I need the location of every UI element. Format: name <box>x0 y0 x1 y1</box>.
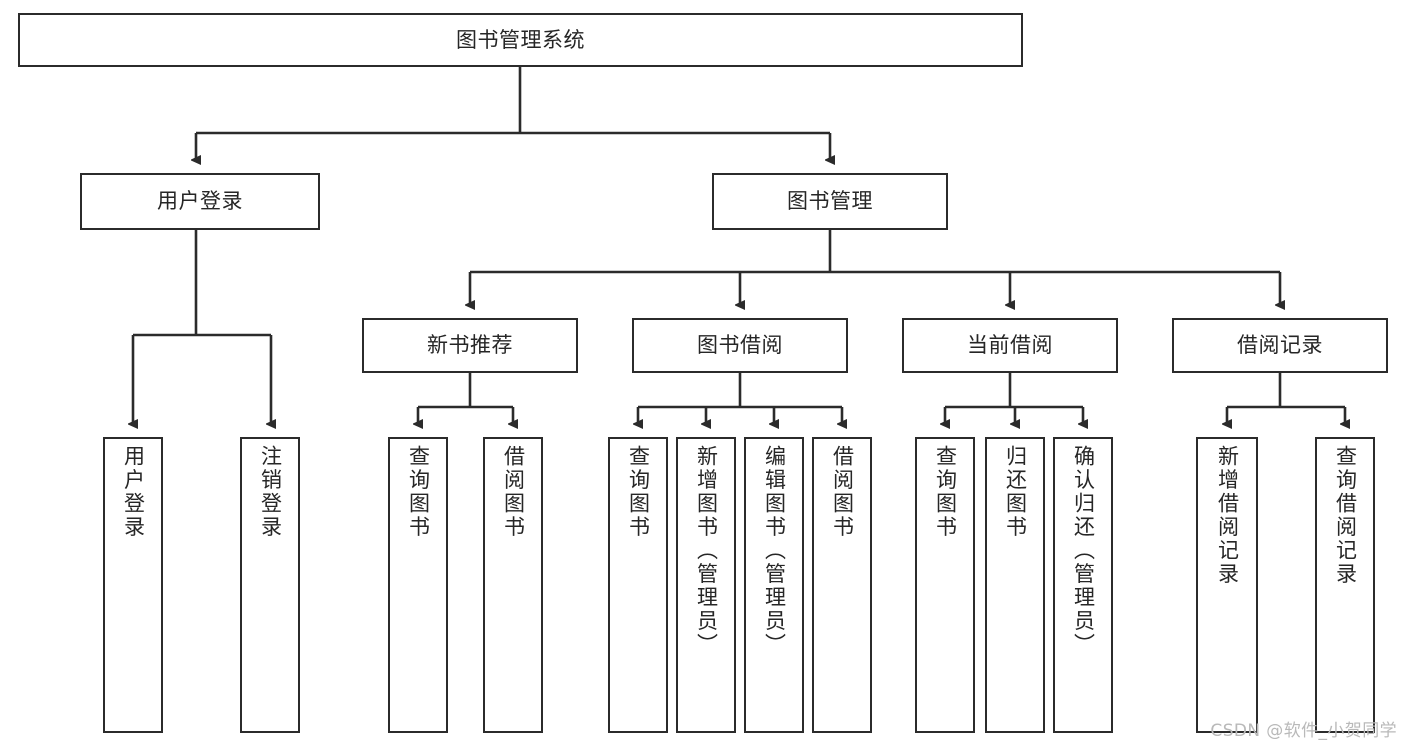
node-book-management[interactable]: 图书管理 <box>712 173 948 230</box>
node-label: 新书推荐 <box>427 333 513 358</box>
node-leaf-confirm-return[interactable]: 确认归还（管理员） <box>1053 437 1113 733</box>
node-label: 归还图书 <box>1003 445 1028 539</box>
node-leaf-user-login[interactable]: 用户登录 <box>103 437 163 733</box>
node-label: 当前借阅 <box>967 333 1053 358</box>
node-leaf-logout[interactable]: 注销登录 <box>240 437 300 733</box>
node-label: 查询图书 <box>626 445 651 539</box>
node-leaf-query-book-2[interactable]: 查询图书 <box>608 437 668 733</box>
node-label: 编辑图书（管理员） <box>762 445 787 657</box>
node-label: 查询图书 <box>406 445 431 539</box>
node-label: 借阅图书 <box>830 445 855 539</box>
node-user-login[interactable]: 用户登录 <box>80 173 320 230</box>
node-leaf-edit-book[interactable]: 编辑图书（管理员） <box>744 437 804 733</box>
node-leaf-borrow-book-1[interactable]: 借阅图书 <box>483 437 543 733</box>
node-label: 用户登录 <box>121 445 146 539</box>
node-leaf-add-book[interactable]: 新增图书（管理员） <box>676 437 736 733</box>
node-label: 用户登录 <box>157 189 243 214</box>
node-label: 图书管理系统 <box>456 27 585 52</box>
node-root-book-management-system[interactable]: 图书管理系统 <box>18 13 1023 67</box>
node-label: 借阅图书 <box>501 445 526 539</box>
node-label: 新增图书（管理员） <box>694 445 719 657</box>
node-label: 借阅记录 <box>1237 333 1323 358</box>
node-leaf-query-record[interactable]: 查询借阅记录 <box>1315 437 1375 733</box>
node-borrow-record[interactable]: 借阅记录 <box>1172 318 1388 373</box>
node-new-book-recommend[interactable]: 新书推荐 <box>362 318 578 373</box>
node-leaf-borrow-book-2[interactable]: 借阅图书 <box>812 437 872 733</box>
node-leaf-return-book[interactable]: 归还图书 <box>985 437 1045 733</box>
node-label: 图书借阅 <box>697 333 783 358</box>
node-label: 确认归还（管理员） <box>1071 445 1096 657</box>
node-label: 查询借阅记录 <box>1333 445 1358 586</box>
node-leaf-query-book-3[interactable]: 查询图书 <box>915 437 975 733</box>
node-current-borrow[interactable]: 当前借阅 <box>902 318 1118 373</box>
node-leaf-add-record[interactable]: 新增借阅记录 <box>1196 437 1258 733</box>
node-leaf-query-book-1[interactable]: 查询图书 <box>388 437 448 733</box>
node-label: 注销登录 <box>258 445 283 539</box>
node-label: 图书管理 <box>787 189 873 214</box>
watermark-text: CSDN @软件_小贺同学 <box>1210 721 1397 741</box>
node-label: 查询图书 <box>933 445 958 539</box>
node-book-borrow[interactable]: 图书借阅 <box>632 318 848 373</box>
node-label: 新增借阅记录 <box>1215 445 1240 586</box>
